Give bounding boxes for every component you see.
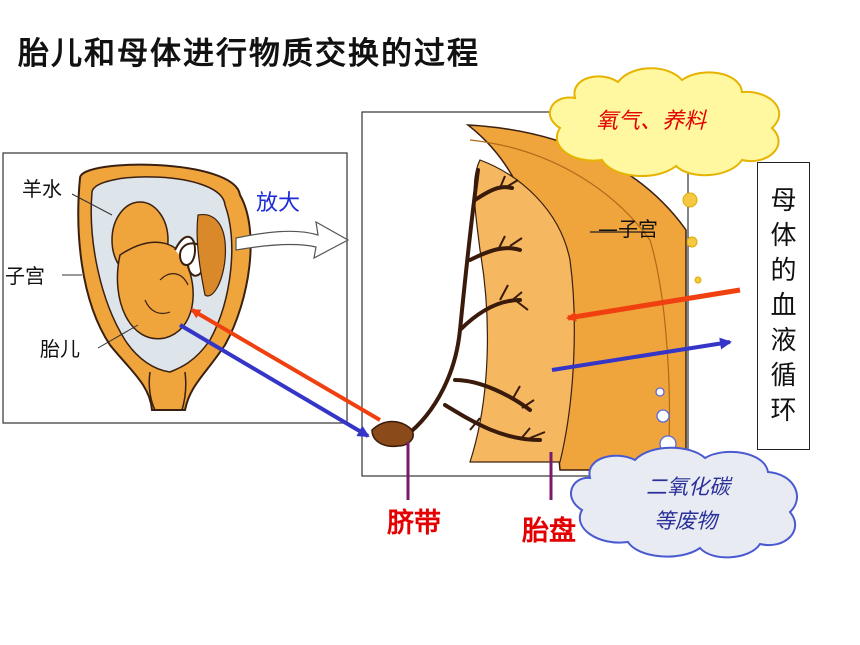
magnify-arrow	[235, 220, 350, 260]
small-placenta	[196, 214, 227, 297]
maternal-char: 血	[770, 290, 797, 321]
maternal-char: 的	[770, 255, 797, 286]
co2-waste-cloud: 二氧化碳 等废物	[570, 446, 798, 559]
red-arrow-to-placenta	[566, 287, 741, 322]
umbilical-stump	[371, 420, 414, 448]
maternal-char: 循	[770, 360, 797, 391]
red-arrow-to-fetus	[190, 308, 382, 422]
label-placenta: 胎盘	[522, 515, 576, 547]
cloud-bottom-line1: 二氧化碳	[646, 475, 733, 499]
maternal-char: 体	[770, 220, 797, 251]
page-title: 胎儿和母体进行物质交换的过程	[18, 36, 480, 72]
cloud-bottom-line2: 等废物	[654, 509, 720, 533]
label-amniotic-fluid: 羊水	[22, 177, 62, 201]
label-uterus-right: —子宫	[598, 217, 658, 241]
label-uterus-left: 子宫	[5, 264, 45, 288]
label-fetus: 胎儿	[40, 337, 80, 361]
label-magnify: 放大	[256, 191, 300, 216]
maternal-circulation-box: 母 体 的 血 液 循 环	[757, 162, 810, 450]
blue-arrow-from-fetus	[178, 323, 370, 438]
label-umbilical-cord: 脐带	[387, 508, 441, 539]
cloud-top-text: 氧气、养料	[596, 109, 708, 134]
maternal-char: 母	[770, 185, 797, 216]
maternal-char: 液	[770, 325, 797, 356]
uterus-illustration: 羊水 子宫 胎儿	[2, 152, 348, 424]
blue-arrow-to-mother	[551, 337, 732, 372]
fetus-body	[116, 241, 194, 340]
villus-tree	[398, 168, 542, 442]
maternal-char: 环	[770, 395, 797, 426]
oxygen-nutrients-cloud: 氧气、养料	[548, 67, 781, 177]
placenta-tissue	[469, 159, 575, 463]
